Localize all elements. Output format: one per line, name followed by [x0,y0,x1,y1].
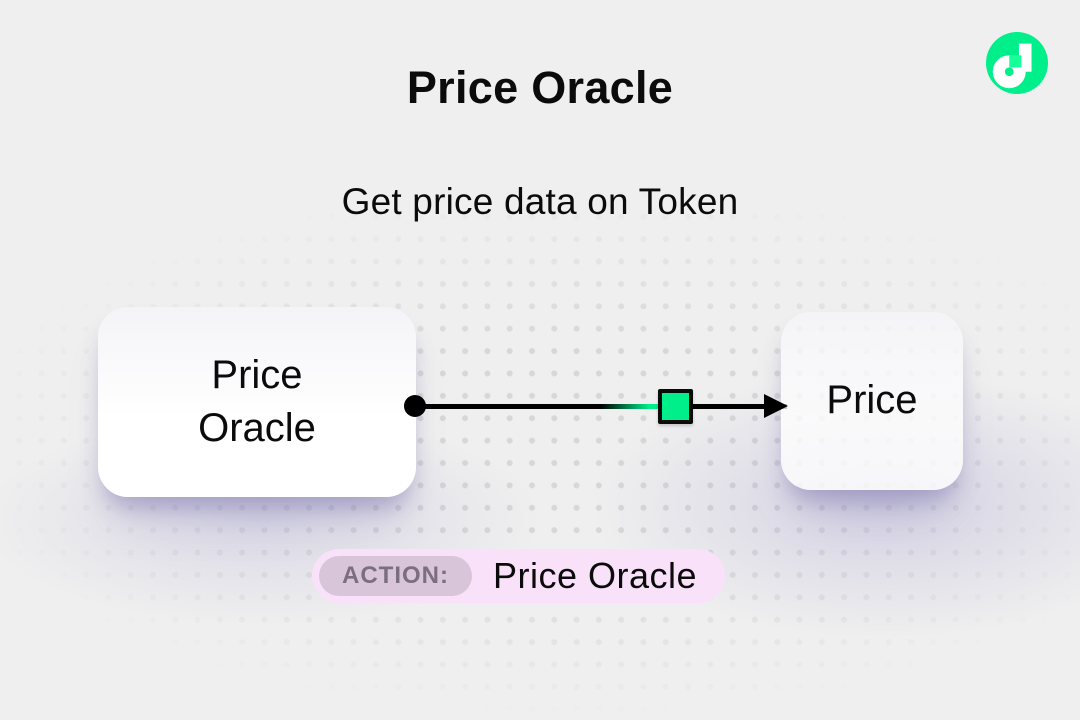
node-price: Price [781,312,963,490]
page-title: Price Oracle [406,62,674,113]
connector-start-dot-icon [404,395,426,417]
node-price-oracle: Price Oracle [98,307,416,497]
connector-line [415,404,787,409]
page-subtitle: Get price data on Token [341,181,739,222]
action-badge-value: Price Oracle [492,555,698,596]
connector-arrowhead-icon [764,394,788,418]
node-price-oracle-label: Price Oracle [198,352,316,450]
flow-logo-icon [986,32,1048,94]
action-badge: ACTION: Price Oracle [312,549,726,603]
node-price-label: Price [826,378,918,423]
action-badge-label: ACTION: [319,556,472,596]
connector-action-square-icon [658,389,693,424]
